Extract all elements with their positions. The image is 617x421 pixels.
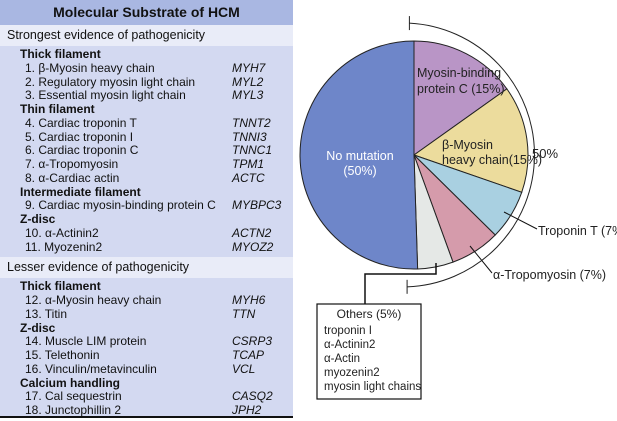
table-row: 8. α-Cardiac actin ACTC xyxy=(0,170,293,186)
table-title: Molecular Substrate of HCM xyxy=(0,0,293,25)
protein-name: 9. Cardiac myosin-binding protein C xyxy=(25,198,216,213)
others-item: α-Actinin2 xyxy=(324,339,375,351)
gene-symbol: ACTN2 xyxy=(232,225,272,240)
table-row: 12. α-Myosin heavy chain MYH6 xyxy=(0,293,293,308)
protein-name: 4. Cardiac troponin T xyxy=(25,115,137,130)
table-row: 14. Muscle LIM protein CSRP3 xyxy=(0,334,293,349)
table-row: 6. Cardiac troponin C TNNC1 xyxy=(0,143,293,158)
slice-no-mutation xyxy=(299,40,419,270)
gene-symbol: MYBPC3 xyxy=(232,198,282,213)
slice-beta-myosin-heavy-chain xyxy=(412,88,529,193)
table-row: 5. Cardiac troponin I TNNI3 xyxy=(0,129,293,145)
gene-symbol: MYH6 xyxy=(232,293,266,307)
table-row: 1. β-Myosin heavy chain MYH7 xyxy=(0,60,293,76)
gene-symbol: TPM1 xyxy=(232,157,265,171)
group-heading: Thick filament xyxy=(20,279,101,294)
gene-symbol: MYL2 xyxy=(232,74,264,89)
table-row: 10. α-Actinin2 ACTN2 xyxy=(0,225,293,241)
protein-name: 13. Titin xyxy=(25,306,68,321)
others-item: α-Actin xyxy=(324,353,360,365)
section-header: Lesser evidence of pathogenicity xyxy=(0,257,293,279)
protein-name: 7. α-Tropomyosin xyxy=(25,157,119,171)
others-item: myosin light chains xyxy=(324,381,421,393)
protein-name: 1. β-Myosin heavy chain xyxy=(25,60,155,75)
table-row: 4. Cardiac troponin T TNNT2 xyxy=(0,115,293,131)
table-row: 13. Titin TTN xyxy=(0,306,293,322)
gene-symbol: TNNI3 xyxy=(232,129,267,144)
others-item: troponin I xyxy=(324,325,372,337)
gene-symbol: ACTC xyxy=(232,170,265,185)
gene-symbol: MYL3 xyxy=(232,88,264,103)
protein-name: 15. Telethonin xyxy=(25,348,100,362)
table-row: 11. Myozenin2 MYOZ2 xyxy=(0,239,293,255)
bracket-arc xyxy=(407,22,535,288)
group-heading: Z-disc xyxy=(20,212,56,226)
others-item: myozenin2 xyxy=(324,367,380,379)
gene-symbol: MYOZ2 xyxy=(232,239,274,254)
leader-line xyxy=(469,245,493,274)
label-no-mutation: (50%) xyxy=(343,164,376,178)
label-tropomyosin: α-Tropomyosin (7%) xyxy=(493,268,606,282)
label-beta-mhc: heavy chain(15%) xyxy=(442,153,542,167)
label-no-mutation: No mutation xyxy=(326,149,393,163)
protein-name: 8. α-Cardiac actin xyxy=(25,170,120,185)
protein-name: 14. Muscle LIM protein xyxy=(25,334,147,349)
table-row: 2. Regulatory myosin light chain MYL2 xyxy=(0,74,293,90)
protein-name: 5. Cardiac troponin I xyxy=(25,129,134,144)
gene-symbol: CASQ2 xyxy=(232,389,273,404)
protein-name: 3. Essential myosin light chain xyxy=(25,88,186,103)
gene-symbol: MYH7 xyxy=(232,60,266,75)
leader-line xyxy=(364,263,437,304)
table-row: 18. Junctophillin 2 JPH2 xyxy=(0,403,293,418)
table-row: 3. Essential myosin light chain MYL3 xyxy=(0,88,293,103)
protein-name: 10. α-Actinin2 xyxy=(25,225,99,240)
group-heading: Z-disc xyxy=(20,320,56,335)
protein-name: 12. α-Myosin heavy chain xyxy=(25,293,162,307)
hcm-substrate-table: Molecular Substrate of HCM Strongest evi… xyxy=(0,0,293,418)
section-header: Strongest evidence of pathogenicity xyxy=(0,25,293,46)
others-box xyxy=(316,303,422,400)
gene-symbol: CSRP3 xyxy=(232,334,273,349)
protein-name: 11. Myozenin2 xyxy=(25,239,103,254)
gene-symbol: TNNC1 xyxy=(232,143,273,158)
leader-line xyxy=(503,211,538,230)
table-row: 16. Vinculin/metavinculin VCL xyxy=(0,361,293,377)
group-heading: Thick filament xyxy=(20,47,101,61)
gene-symbol: JPH2 xyxy=(232,403,262,417)
table-row: 9. Cardiac myosin-binding protein C MYBPC… xyxy=(0,198,293,213)
label-troponin-t: Troponin T (7%) xyxy=(538,224,617,238)
group-heading: Thin filament xyxy=(20,102,95,116)
gene-symbol: VCL xyxy=(232,361,256,376)
protein-name: 17. Cal sequestrin xyxy=(25,389,122,404)
table-row: 17. Cal sequestrin CASQ2 xyxy=(0,389,293,404)
gene-symbol: TNNT2 xyxy=(232,115,271,130)
group-heading: Intermediate filament xyxy=(20,184,141,199)
protein-name: 18. Junctophillin 2 xyxy=(25,403,122,417)
label-mbpc: Myosin-binding xyxy=(417,66,501,80)
protein-name: 6. Cardiac troponin C xyxy=(25,143,139,158)
gene-symbol: TCAP xyxy=(232,348,265,362)
label-mbpc: protein C (15%) xyxy=(417,82,505,96)
bracket-label: 50% xyxy=(532,146,558,161)
protein-name: 2. Regulatory myosin light chain xyxy=(25,74,196,89)
protein-name: 16. Vinculin/metavinculin xyxy=(25,361,157,376)
others-title: Others (5%) xyxy=(337,307,402,321)
table-row: 15. Telethonin TCAP xyxy=(0,348,293,363)
slice-myosin-binding-protein-c xyxy=(413,40,508,156)
table-row: 7. α-Tropomyosin TPM1 xyxy=(0,157,293,172)
gene-symbol: TTN xyxy=(232,306,256,321)
group-heading: Calcium handling xyxy=(20,375,121,390)
label-beta-mhc: β-Myosin xyxy=(442,138,493,152)
